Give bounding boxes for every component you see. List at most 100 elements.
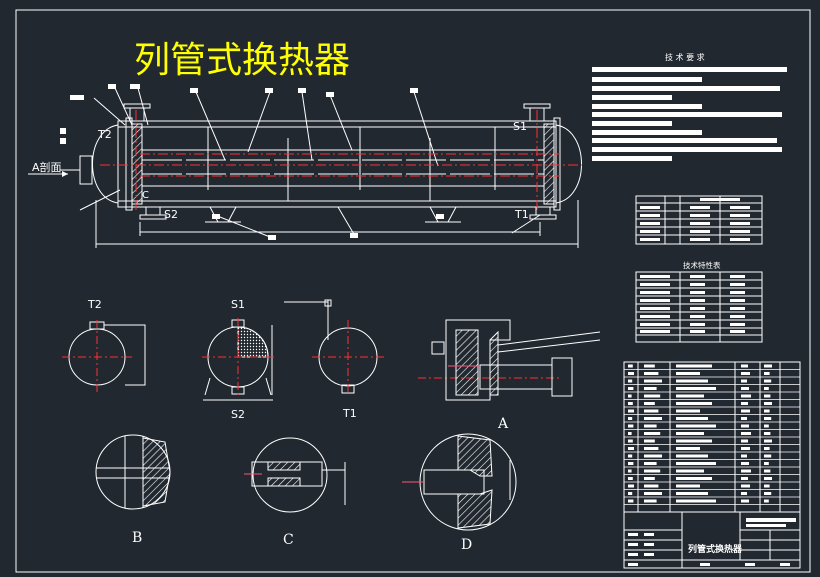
parts-list-cell-text <box>764 364 772 368</box>
parts-list-cell-text <box>764 372 770 375</box>
parts-list-cell-text <box>741 409 750 413</box>
detail-a <box>431 319 601 401</box>
parts-list-cell-text <box>676 492 708 495</box>
parts-list-cell-text <box>628 499 634 503</box>
right-head <box>555 124 582 204</box>
parts-list-cell-text <box>764 424 769 428</box>
parts-list-cell-text <box>676 424 716 428</box>
parts-list-cell-text <box>644 364 655 368</box>
detail-c-label: C <box>283 532 294 548</box>
parts-list-cell-text <box>628 477 633 480</box>
parts-list-cell-text <box>628 454 633 458</box>
parts-list-cell-text <box>628 394 632 398</box>
parts-list-cell-text <box>741 492 747 495</box>
detail-a-label: A <box>497 416 509 432</box>
parts-list-cell-text <box>676 402 712 405</box>
parts-list-cell-text <box>628 484 634 488</box>
parts-list-cell-text <box>764 484 770 488</box>
parts-list-cell-text <box>764 394 771 398</box>
parts-list-cell-text <box>741 462 749 465</box>
parts-list-cell-text <box>644 454 662 458</box>
parts-list-cell-text <box>628 462 634 465</box>
parts-list-cell-text <box>764 492 772 495</box>
parts-list-cell-text <box>628 409 634 413</box>
parts-list-cell-text <box>628 372 634 375</box>
parts-list-cell-text <box>628 364 633 368</box>
callout-markers <box>60 84 444 240</box>
parts-list-cell-text <box>676 387 716 390</box>
parts-list-cell-text <box>764 417 772 420</box>
parts-list-cell-text <box>628 379 633 383</box>
right-tubesheet <box>543 123 555 205</box>
detail-d <box>419 433 517 531</box>
parts-list-cell-text <box>741 372 750 375</box>
main-centerlines <box>100 110 582 212</box>
parts-list-cell-text <box>628 417 633 420</box>
tech-spec-table <box>635 271 763 343</box>
parts-list-cell-text <box>644 402 655 405</box>
parts-list-cell-text <box>628 439 633 443</box>
parts-list-cell-text <box>741 402 748 405</box>
nozzle-t2-label: T2 <box>97 128 112 141</box>
parts-list-cell-text <box>644 379 662 383</box>
parts-list-cell-text <box>644 492 662 495</box>
parts-list-cell-text <box>644 477 655 480</box>
section-s2-label: S2 <box>231 408 245 421</box>
parts-list-cell-text <box>741 469 751 473</box>
detail-b-label: B <box>132 530 142 546</box>
parts-list-cell-text <box>628 469 632 473</box>
parts-list-cell-text <box>644 462 657 465</box>
parts-list-cell-text <box>741 394 751 398</box>
dimension-marks <box>244 365 480 483</box>
parts-list-cell-text <box>741 499 749 503</box>
shell-body <box>117 120 557 208</box>
parts-list-cell-text <box>628 424 634 428</box>
tech-requirements-text <box>592 67 787 161</box>
parts-list-cell-text <box>644 372 659 375</box>
section-view-t1 <box>284 299 378 394</box>
parts-list-cell-text <box>644 484 659 488</box>
parts-list-cell-text <box>741 417 747 420</box>
parts-list-cell-text <box>644 387 657 390</box>
section-centerlines <box>62 318 560 396</box>
c-marker-label: C <box>142 190 149 201</box>
parts-list-cell-text <box>764 477 772 480</box>
parts-list-cell-text <box>676 417 708 420</box>
tech-spec-heading: 技术特性表 <box>683 260 721 270</box>
parts-list-cell-text <box>628 492 633 495</box>
parts-list-cell-text <box>741 364 748 368</box>
parts-list-cell-text <box>676 462 716 465</box>
section-t2-label: T2 <box>87 298 102 311</box>
parts-list-cell-text <box>644 409 659 413</box>
parts-list-cell-text <box>764 462 769 465</box>
parts-list-cell-text <box>676 477 712 480</box>
parts-list-cell-text <box>644 432 661 435</box>
parts-list-cell-text <box>644 424 657 428</box>
title-block <box>623 511 801 569</box>
parts-list-cell-text <box>676 447 700 450</box>
parts-list-cell-text <box>628 402 633 405</box>
parts-list-cell-text <box>741 484 750 488</box>
parts-list-cell-text <box>676 379 708 383</box>
parts-list-cell-text <box>741 432 751 435</box>
parts-list-cell-text <box>741 387 749 390</box>
drawing-title: 列管式换热器 <box>134 40 350 81</box>
left-tubesheet <box>131 123 143 205</box>
parts-list-cell-text <box>644 394 661 398</box>
parts-list-cell-text <box>741 439 748 443</box>
parts-list-cell-text <box>676 439 712 443</box>
parts-list-cell-text <box>741 424 749 428</box>
parts-list-cell-text <box>764 379 772 383</box>
parts-list-cell-text <box>764 439 772 443</box>
main-shell-view <box>60 87 582 248</box>
parts-list-cell-text <box>676 499 716 503</box>
detail-b <box>95 434 171 510</box>
nozzle-s1-label: S1 <box>513 120 527 133</box>
parts-list-cell-text <box>676 484 700 488</box>
parts-list-cell-text <box>676 432 704 435</box>
parts-list-cell-text <box>644 447 659 450</box>
parts-list-cell-text <box>764 454 772 458</box>
design-data-table <box>635 195 763 245</box>
nozzle-s2-label: S2 <box>164 208 178 221</box>
